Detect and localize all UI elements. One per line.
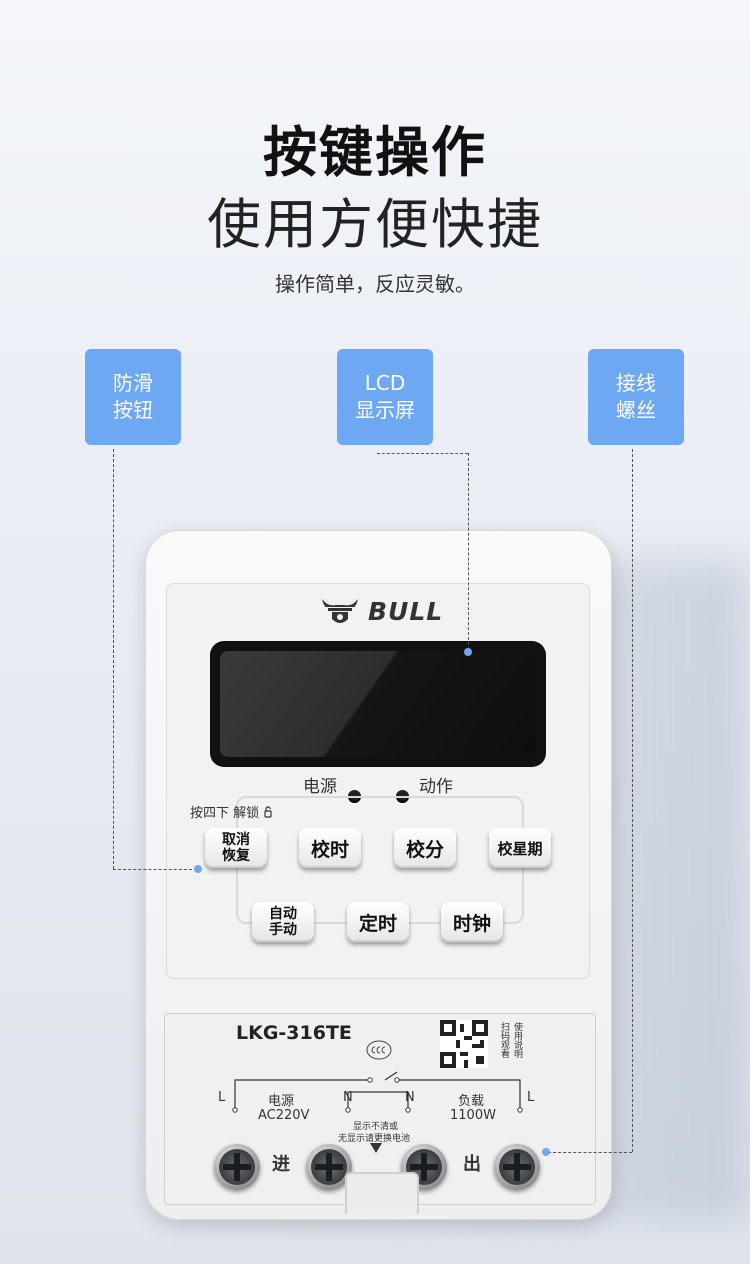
- callout-dot-screws: [542, 1148, 550, 1156]
- tag-lcd-display: LCD 显示屏: [337, 349, 433, 445]
- callout-line-screws: [548, 1152, 632, 1153]
- timer-button[interactable]: 定时: [347, 902, 409, 942]
- battery-hint-line1: 显示不清或: [353, 1122, 399, 1132]
- tag-line: 防滑: [113, 371, 153, 395]
- headline-secondary: 使用方便快捷: [207, 193, 543, 256]
- button-label: 取消: [222, 832, 250, 848]
- brand-name: BULL: [368, 596, 444, 626]
- set-week-button[interactable]: 校星期: [489, 828, 551, 868]
- terminal-n-left: N: [343, 1090, 353, 1105]
- unlock-hint: 按四下 解锁: [190, 802, 273, 821]
- wiring-diagram: [232, 1071, 523, 1113]
- callout-dot-lcd: [464, 648, 472, 656]
- tag-line: 接线: [616, 371, 656, 395]
- tag-line: 按钮: [113, 398, 153, 422]
- ccc-cert-mark-icon: [366, 1040, 392, 1060]
- clock-button[interactable]: 时钟: [441, 902, 503, 942]
- power-label: 电源: [268, 1094, 295, 1109]
- screw-slot-icon: [326, 1153, 332, 1181]
- lcd-screen: [210, 641, 546, 767]
- screw-slot-icon: [514, 1153, 520, 1181]
- tag-line: LCD: [364, 371, 406, 395]
- tag-anti-slip-buttons: 防滑 按钮: [85, 349, 181, 445]
- unlock-hint-text: 按四下 解锁: [190, 806, 260, 821]
- button-label: 自动: [269, 906, 297, 922]
- brand-logo: BULL: [318, 593, 443, 629]
- action-indicator-label: 动作: [419, 777, 453, 797]
- button-label: 恢复: [222, 848, 250, 864]
- cover-clip: [345, 1172, 419, 1214]
- model-number: LKG-316TE: [236, 1022, 352, 1044]
- qr-caption: 扫码观看: [499, 1022, 509, 1058]
- callout-dot-buttons: [194, 865, 202, 873]
- load-label: 负载: [458, 1094, 485, 1109]
- callout-line-lcd: [468, 453, 469, 650]
- power-indicator-label: 电源: [303, 777, 337, 797]
- tag-line: 螺丝: [616, 398, 656, 422]
- screw-slot-icon: [421, 1153, 427, 1181]
- set-hour-button[interactable]: 校时: [299, 828, 361, 868]
- battery-hint-line2: 无显示请更换电池: [338, 1134, 411, 1144]
- tag-wiring-screws: 接线 螺丝: [588, 349, 684, 445]
- output-label: 出: [463, 1154, 481, 1175]
- terminal-l-right: L: [527, 1090, 535, 1105]
- cancel-restore-button[interactable]: 取消 恢复: [205, 828, 267, 868]
- bull-head-icon: [322, 599, 358, 623]
- terminal-l-left: L: [218, 1090, 226, 1105]
- lcd-glass: [220, 651, 536, 757]
- qr-caption: 使用说明: [512, 1022, 522, 1058]
- auto-manual-button[interactable]: 自动 手动: [252, 902, 314, 942]
- callout-line-lcd: [377, 453, 468, 454]
- voltage-label: AC220V: [258, 1108, 310, 1123]
- input-label: 进: [272, 1154, 290, 1175]
- callout-line-buttons: [113, 869, 197, 870]
- lock-icon: [264, 806, 272, 818]
- headline-primary: 按键操作: [263, 121, 487, 184]
- screw-slot-icon: [234, 1153, 240, 1181]
- qr-code-icon: [440, 1020, 488, 1068]
- arrow-down-icon: [370, 1143, 382, 1153]
- terminal-n-right: N: [405, 1090, 415, 1105]
- callout-line-buttons: [113, 449, 114, 869]
- headline-subtitle: 操作简单，反应灵敏。: [275, 272, 475, 296]
- callout-line-screws: [632, 449, 633, 1152]
- tag-line: 显示屏: [355, 398, 415, 422]
- set-minute-button[interactable]: 校分: [394, 828, 456, 868]
- button-label: 手动: [269, 922, 297, 938]
- wattage-label: 1100W: [450, 1108, 496, 1123]
